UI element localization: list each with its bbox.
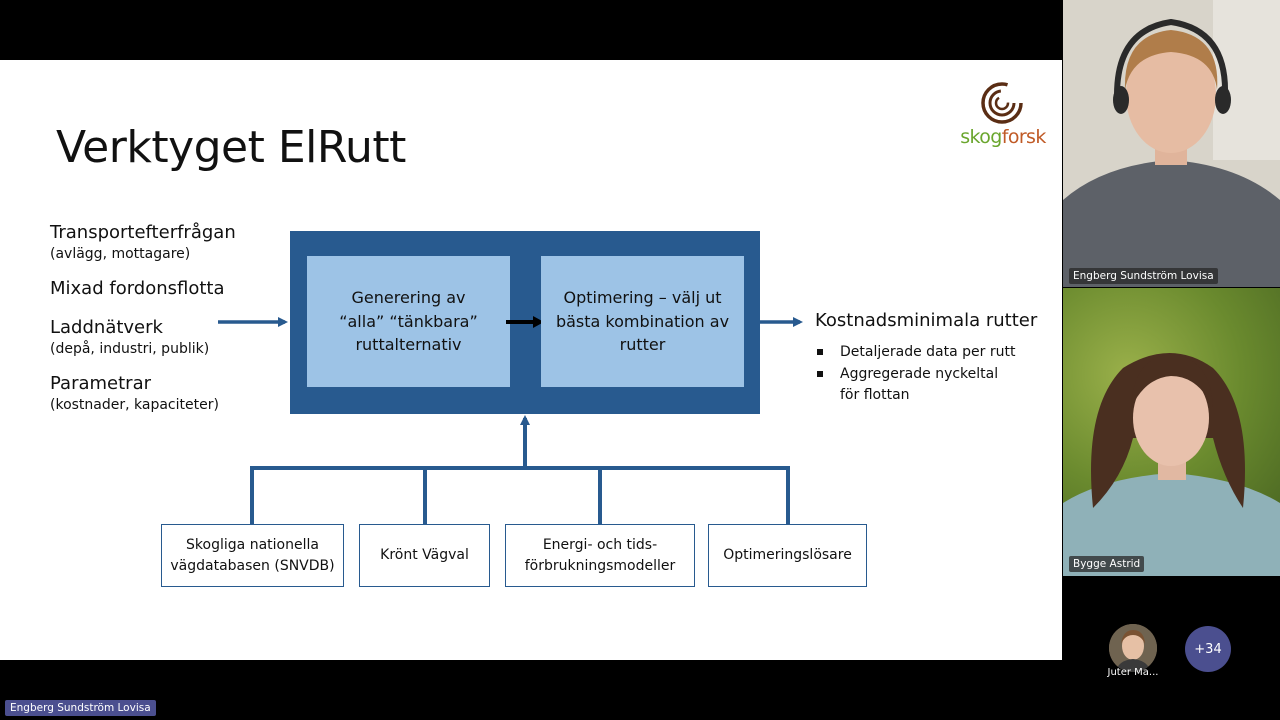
participant-video-tile[interactable]: Bygge Astrid	[1063, 288, 1280, 576]
bullet-square-icon	[817, 349, 823, 355]
input-main: Laddnätverk	[50, 317, 163, 338]
diagram-connectors	[218, 317, 803, 524]
internal-arrow-icon	[506, 316, 544, 328]
participant-name: Bygge Astrid	[1069, 556, 1145, 572]
source-kront-vagval: Krönt Vägval	[359, 524, 490, 587]
input-sub: (depå, industri, publik)	[50, 341, 210, 357]
generation-box: Generering av “alla” “tänkbara” ruttalte…	[307, 256, 510, 387]
input-main: Mixad fordonsflotta	[50, 278, 225, 299]
logo-rings-icon	[981, 82, 1023, 124]
input-sub: (kostnader, kapaciteter)	[50, 397, 219, 413]
source-optimizer: Optimeringslösare	[708, 524, 867, 587]
output-title: Kostnadsminimala rutter	[815, 310, 1038, 331]
avatar-portrait-icon	[1109, 624, 1157, 672]
slide-title: Verktyget ElRutt	[56, 122, 406, 173]
presenter-name-tag: Engberg Sundström Lovisa	[5, 700, 156, 716]
participant-name: Engberg Sundström Lovisa	[1069, 268, 1218, 284]
more-participants-button[interactable]: +34	[1185, 626, 1231, 672]
participant-avatar[interactable]	[1109, 624, 1157, 672]
shared-slide: Verktyget ElRutt skogforsk Transportefte…	[0, 60, 1062, 660]
tool-box: Generering av “alla” “tänkbara” ruttalte…	[290, 231, 760, 414]
source-energy-models: Energi- och tids-förbrukningsmodeller	[505, 524, 695, 587]
output-bullets: Detaljerade data per rutt Aggregerade ny…	[816, 342, 1015, 407]
participant-video-tile[interactable]: Engberg Sundström Lovisa	[1063, 0, 1280, 287]
person-silhouette-icon	[1063, 0, 1280, 287]
list-item: för flottan	[840, 387, 910, 403]
optimization-box: Optimering – välj ut bästa kombination a…	[541, 256, 744, 387]
list-item: Aggregerade nyckeltal	[816, 364, 1015, 386]
skogforsk-logo: skogforsk	[958, 78, 1048, 158]
logo-wordmark: skogforsk	[960, 126, 1046, 148]
bullet-square-icon	[817, 370, 823, 377]
input-list: Transportefterfrågan (avlägg, mottagare)…	[50, 222, 280, 415]
input-main: Parametrar	[50, 373, 152, 394]
participant-avatar-name: Juter Ma...	[1107, 667, 1159, 678]
input-main: Transportefterfrågan	[50, 222, 236, 243]
input-sub: (avlägg, mottagare)	[50, 246, 191, 262]
person-silhouette-icon	[1063, 353, 1280, 576]
list-item: Detaljerade data per rutt	[816, 342, 1015, 364]
